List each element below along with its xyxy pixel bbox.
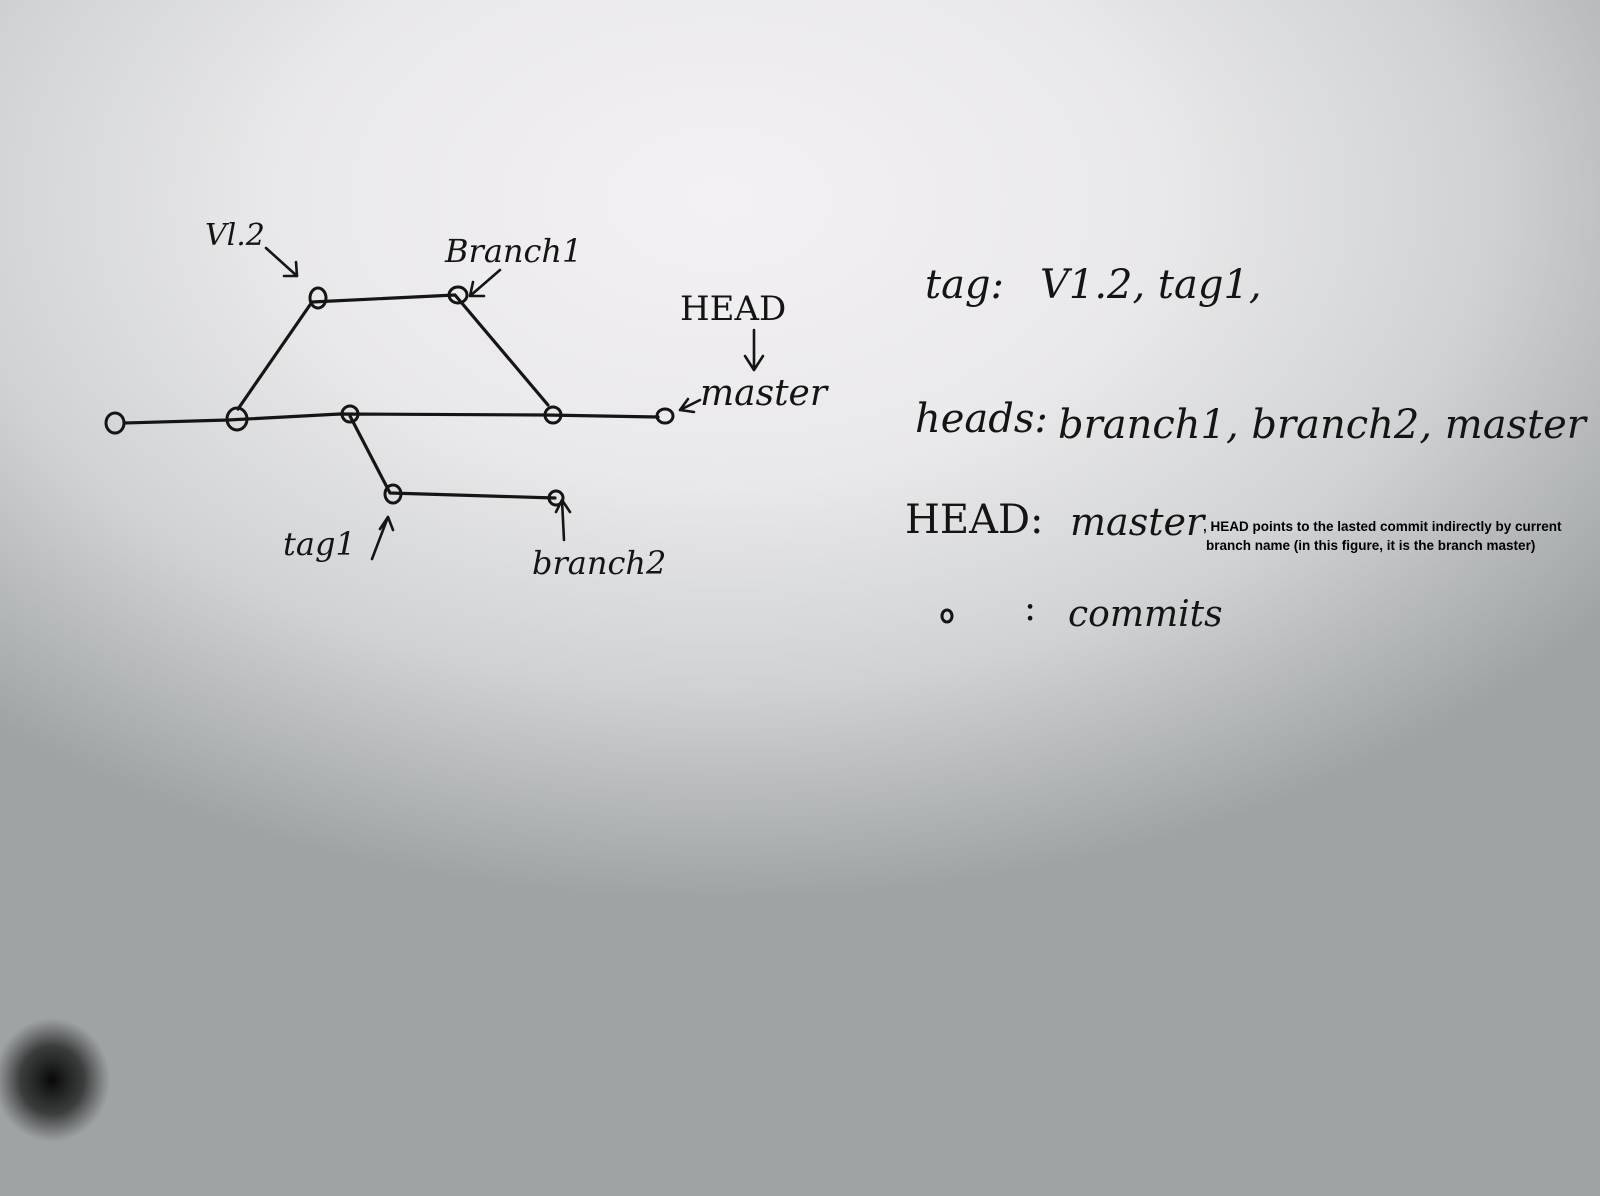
branch1-arrow — [468, 268, 502, 298]
master-arrow — [678, 397, 702, 414]
v12-arrow — [264, 246, 299, 278]
legend-head-note-line2: branch name (in this figure, it is the b… — [1206, 538, 1535, 553]
label-v12: Vl.2 — [205, 218, 265, 253]
lens-shadow — [0, 1018, 110, 1142]
legend-heads-key: heads: — [915, 396, 1048, 442]
head-arrow — [743, 328, 765, 372]
legend-head-value: master — [1070, 500, 1207, 544]
main-line-edge — [122, 412, 660, 425]
tag1-arrow — [370, 515, 395, 561]
label-head: HEAD — [680, 289, 786, 329]
commit-node — [655, 407, 675, 425]
legend-head-note-line1: , HEAD points to the lasted commit indir… — [1203, 519, 1562, 534]
pointer-arrows — [264, 246, 765, 561]
commit-graph-edges — [122, 293, 660, 500]
label-tag1: tag1 — [283, 525, 356, 563]
legend: tag: V1.2, tag1, heads: branch1, branch2… — [905, 262, 1589, 635]
branch1-edge — [236, 293, 550, 411]
commit-node — [308, 286, 328, 310]
commit-node — [225, 406, 249, 432]
commit-node — [383, 483, 403, 505]
commits — [104, 285, 675, 507]
label-branch2: branch2 — [532, 544, 666, 582]
branch2-arrow — [554, 498, 572, 542]
branch2-edge — [348, 414, 557, 500]
commit-node — [104, 411, 126, 435]
legend-tag-value: V1.2, tag1, — [1040, 262, 1262, 308]
legend-tag-key: tag: — [925, 262, 1004, 308]
legend-commit-symbol — [940, 608, 954, 624]
legend-head-key: HEAD: — [905, 497, 1044, 543]
commit-node — [340, 404, 360, 424]
legend-heads-value: branch1, branch2, master — [1058, 402, 1589, 448]
commit-node — [547, 489, 565, 507]
label-branch1: Branch1 — [444, 232, 582, 270]
commit-node — [543, 405, 563, 425]
legend-commit-value: commits — [1068, 594, 1223, 635]
label-master: master — [700, 373, 829, 414]
legend-commit-key: : — [1024, 588, 1036, 629]
commit-node — [447, 285, 469, 305]
